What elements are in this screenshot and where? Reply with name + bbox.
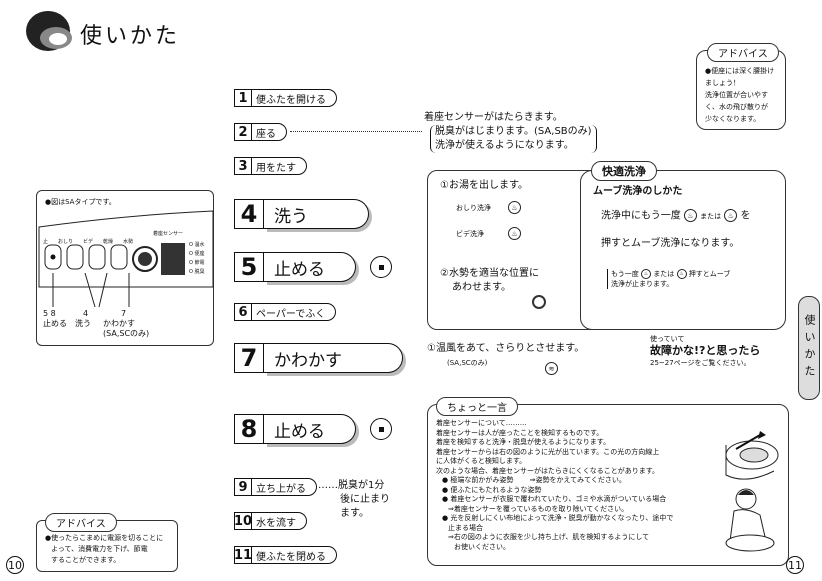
wash-instructions-box: ①お湯を出します。 おしり洗浄 ♨ ビデ洗浄 ♨ ②水勢を適当な位置に あわせま… xyxy=(427,170,605,330)
panel-note: ●図はSAタイプです。 xyxy=(45,198,116,206)
trouble-note: 使っていて 故障かな!?と思ったら 25~27ページをご覧ください。 xyxy=(650,335,761,367)
advice-box-bottom: アドバイス ●使ったらこまめに電源を切ることに よって、消費電力を下げ、節電 す… xyxy=(36,513,178,572)
advice-box-top: アドバイス ●便座には深く腰掛け ましょう！ 洗浄位置が合いやす く、水の飛び散… xyxy=(696,43,786,130)
bidet-icon: ♨ xyxy=(508,227,521,240)
panel-indicators: O 温水 O 便座 O 節電 O 脱臭 xyxy=(189,242,205,275)
rear-wash-icon-small: ♨ xyxy=(683,209,697,222)
rear-wash-icon: ♨ xyxy=(508,201,521,214)
advice-text: ●便座には深く腰掛け ましょう！ 洗浄位置が合いやす く、水の飛び散りが 少なく… xyxy=(705,67,775,123)
panel-button-labels: 止 おしり ビデ 乾燥 水勢 xyxy=(43,239,134,245)
stop-button-icon-2 xyxy=(370,418,392,440)
page-number-left: 10 xyxy=(6,556,24,574)
advice-label-bottom: アドバイス xyxy=(45,513,117,532)
pressure-dial-icon xyxy=(532,295,546,309)
sensor-illustration xyxy=(725,431,779,552)
control-panel-figure: ●図はSAタイプです。 止 おしり ビデ 乾燥 水勢 着座センサー O 温水 O… xyxy=(36,190,214,346)
page-number-right: 11 xyxy=(786,556,804,574)
page-title: 使いかた xyxy=(80,24,181,49)
comfort-label: 快適洗浄 xyxy=(591,161,657,181)
header: 使いかた xyxy=(22,4,222,56)
callout-dry: 7 かわかす (SA,SCのみ) xyxy=(103,309,150,338)
callout-lines xyxy=(52,272,130,308)
dotted-leader xyxy=(290,131,422,132)
info-text: 着座センサーについて……… 着座センサーは人が座ったことを検知するものです。 着… xyxy=(436,419,674,551)
stand-note: ……脱臭が1分 後に止まり ます。 xyxy=(318,480,390,519)
sensor-label: 着座センサー xyxy=(153,231,184,237)
callout-stop: 5 8 止める xyxy=(43,309,67,328)
info-label: ちょっと一言 xyxy=(436,397,518,416)
seat-sensor-note: 着座センサーがはたらきます。 脱臭がはじまります。(SA,SBのみ) 洗浄が使え… xyxy=(424,111,597,153)
dry-note: ①温風をあて、さらりとさせます。 (SA,SCのみ) ≋ xyxy=(427,342,584,375)
dry-icon: ≋ xyxy=(545,362,558,375)
sensor-info-box: ちょっと一言 着座センサーについて……… 着座センサーは人が座ったことを検知する… xyxy=(427,397,789,566)
bidet-icon-small: ♨ xyxy=(724,209,738,222)
toilet-seat-icon xyxy=(26,11,72,51)
advice-label: アドバイス xyxy=(707,43,779,62)
stop-button-icon xyxy=(370,256,392,278)
callout-wash: 4 洗う xyxy=(75,309,91,328)
comfort-wash-box: 快適洗浄 ムーブ洗浄のしかた 洗浄中にもう一度 ♨ または ♨ を 押すとムーブ… xyxy=(580,161,786,330)
remote-panel-drawing xyxy=(38,210,214,288)
section-tab: 使いかた xyxy=(798,296,820,400)
